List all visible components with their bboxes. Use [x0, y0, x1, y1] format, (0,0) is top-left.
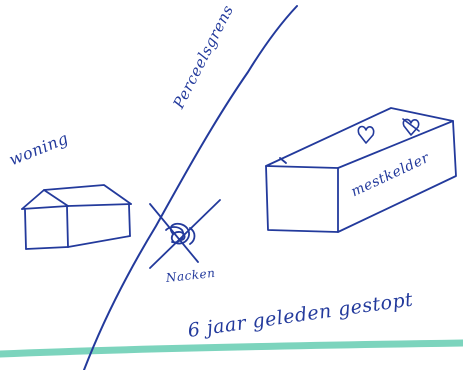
bottom-accent-line [0, 339, 463, 358]
house-icon [21, 184, 132, 250]
crossed-marker-icon [149, 199, 221, 269]
manure-cellar-icon [265, 107, 457, 233]
heart-doodle-icon [357, 118, 420, 144]
parcel-border-line [83, 5, 298, 371]
